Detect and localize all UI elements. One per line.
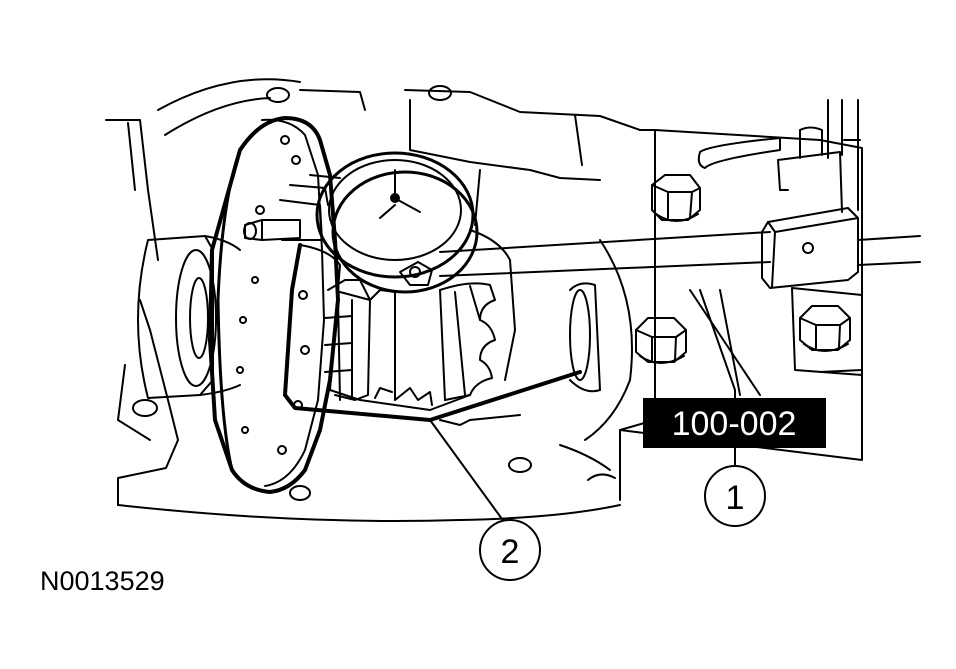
callout-number-2: 2 [501,533,520,571]
tool-label: 100-002 [643,398,826,448]
callout-1: 1 [699,289,766,527]
callout-2: 2 [429,419,541,581]
right-bearing [569,282,601,393]
dial-indicator [243,151,479,294]
spider-gear-right [374,282,496,406]
ring-gear [208,116,340,494]
axle-housing [105,78,656,522]
figure-id: N0013529 [40,566,165,596]
bolt-middle [635,317,687,364]
tool-number: 100-002 [672,405,797,443]
indicator-clamp [697,99,861,289]
bearing-cup [137,235,241,399]
bolt-right [799,305,851,352]
bolt-upper [651,174,701,222]
callout-number-1: 1 [726,479,745,517]
differential-case [283,229,582,426]
indicator-arm [439,231,921,277]
